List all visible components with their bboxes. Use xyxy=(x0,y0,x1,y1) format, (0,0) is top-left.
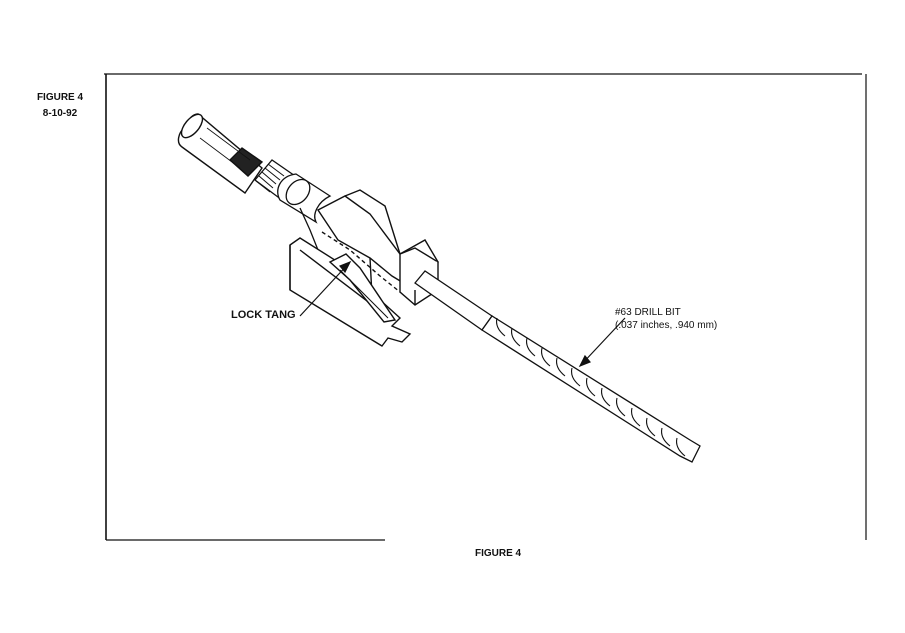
figure-caption: FIGURE 4 xyxy=(475,548,522,559)
callout-lines xyxy=(299,260,626,368)
figure-date: 8-10-92 xyxy=(42,108,78,119)
lock-tang xyxy=(289,237,412,347)
figure-id: FIGURE 4 8-10-92 xyxy=(30,90,90,122)
figure-number: FIGURE 4 xyxy=(36,92,84,103)
wire xyxy=(177,113,264,194)
crimp-barrel xyxy=(254,159,332,251)
figure-border xyxy=(104,73,867,541)
drill-bit-dimensions: (.037 inches, .940 mm) xyxy=(615,320,718,331)
drill-bit-label: #63 DRILL BIT (.037 inches, .940 mm) xyxy=(615,306,717,332)
lock-tang-label: LOCK TANG xyxy=(231,309,296,321)
drill-bit xyxy=(414,270,701,463)
drill-bit-size: #63 DRILL BIT xyxy=(615,307,681,318)
